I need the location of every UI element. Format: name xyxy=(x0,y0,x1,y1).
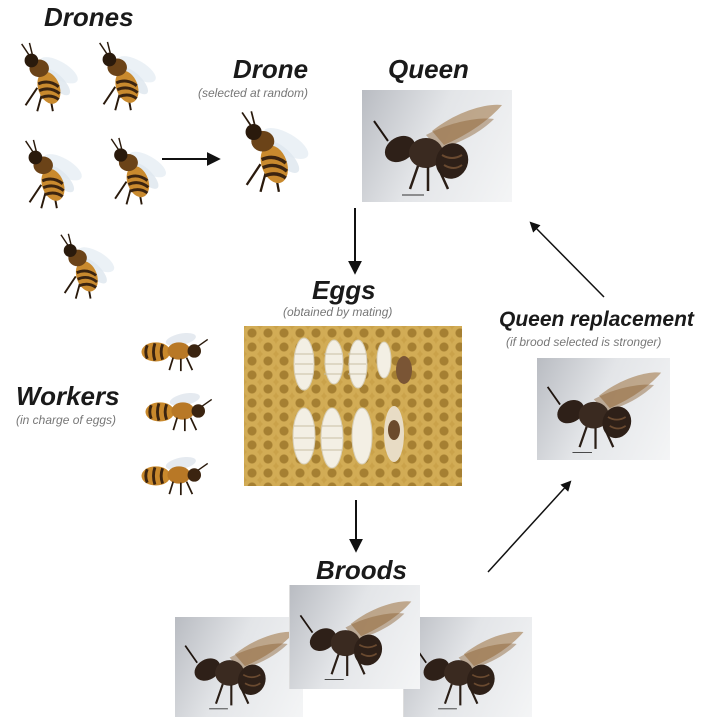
arrow-replacement-to-queen xyxy=(531,223,604,297)
arrow-broods-to-replacement xyxy=(488,482,570,572)
